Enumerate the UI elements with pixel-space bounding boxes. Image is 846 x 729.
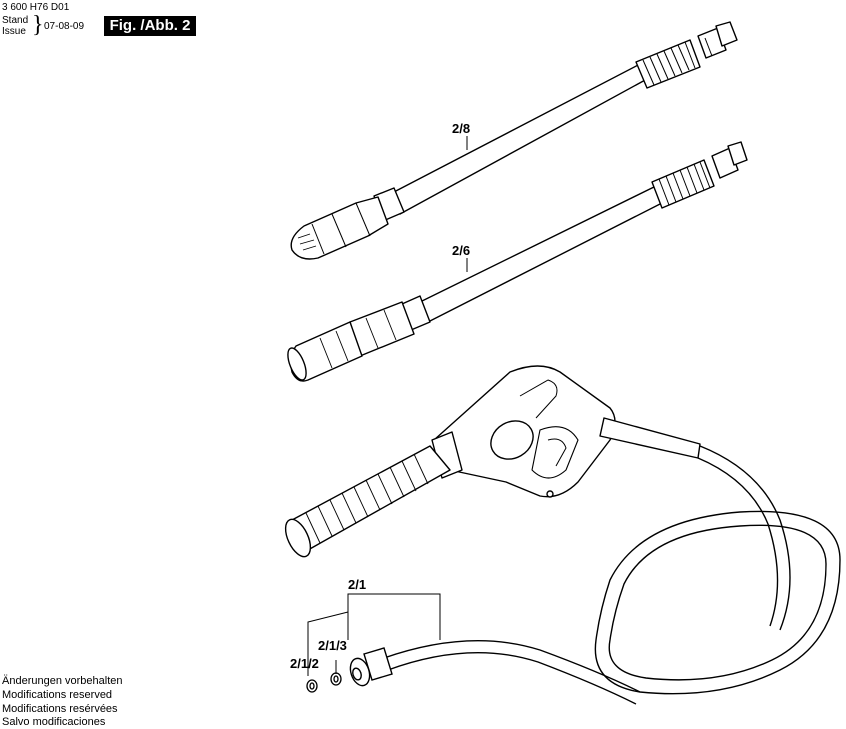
- footer-line-de: Änderungen vorbehalten: [2, 675, 123, 687]
- issue-label: Issue: [2, 26, 26, 37]
- leader-lines: [307, 136, 468, 676]
- brace-icon: }: [32, 12, 44, 38]
- callout-2-1: 2/1: [348, 577, 366, 592]
- callout-2-1-2: 2/1/2: [290, 656, 319, 671]
- o-rings: [306, 672, 342, 693]
- lance-2-8: [290, 21, 738, 260]
- hose-2-1: [349, 445, 841, 705]
- part-number: 3 600 H76 D01: [2, 2, 70, 13]
- callout-2-6: 2/6: [452, 243, 470, 258]
- callout-2-1-3: 2/1/3: [318, 638, 347, 653]
- issue-date: 07-08-09: [44, 21, 85, 32]
- figure-label: Fig. /Abb. 2: [104, 16, 196, 36]
- stand-label: Stand: [2, 15, 29, 26]
- footer-line-es: Salvo modificaciones: [2, 716, 106, 728]
- lance-2-6: [287, 141, 748, 382]
- footer-line-en: Modifications reserved: [2, 689, 113, 701]
- spray-gun: [284, 365, 701, 558]
- footer-line-fr: Modifications resérvées: [2, 703, 118, 715]
- callout-2-8: 2/8: [452, 121, 470, 136]
